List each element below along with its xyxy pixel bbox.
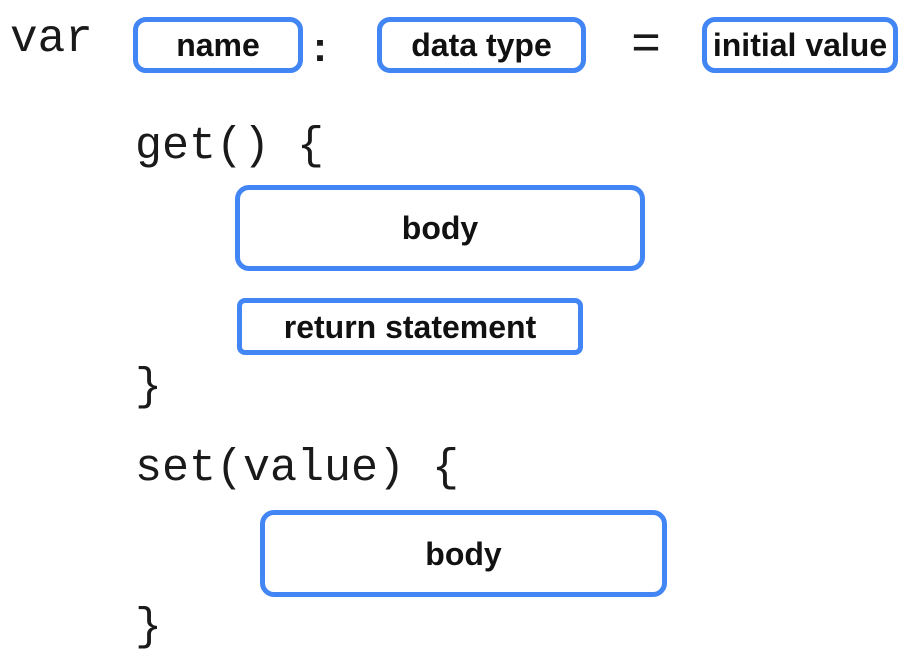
- getter-open-code: get() {: [135, 121, 325, 172]
- initial-value-box-label: initial value: [712, 27, 888, 63]
- getter-close-brace: }: [135, 362, 163, 413]
- getter-body-box: body: [235, 185, 645, 271]
- setter-body-label: body: [425, 535, 502, 572]
- setter-open-code: set(value) {: [135, 443, 460, 494]
- colon-separator: :: [313, 23, 327, 70]
- name-box-label: name: [176, 27, 260, 63]
- return-statement-box: return statement: [237, 298, 583, 355]
- initial-value-box: initial value: [702, 17, 898, 73]
- setter-close-brace: }: [135, 602, 163, 653]
- var-keyword: var: [10, 13, 93, 65]
- equals-sign: =: [631, 18, 662, 75]
- name-box: name: [133, 17, 303, 73]
- data-type-box: data type: [377, 17, 586, 73]
- getter-body-label: body: [401, 210, 479, 246]
- data-type-box-label: data type: [411, 27, 552, 63]
- return-statement-label: return statement: [283, 308, 537, 345]
- setter-body-box: body: [260, 510, 667, 597]
